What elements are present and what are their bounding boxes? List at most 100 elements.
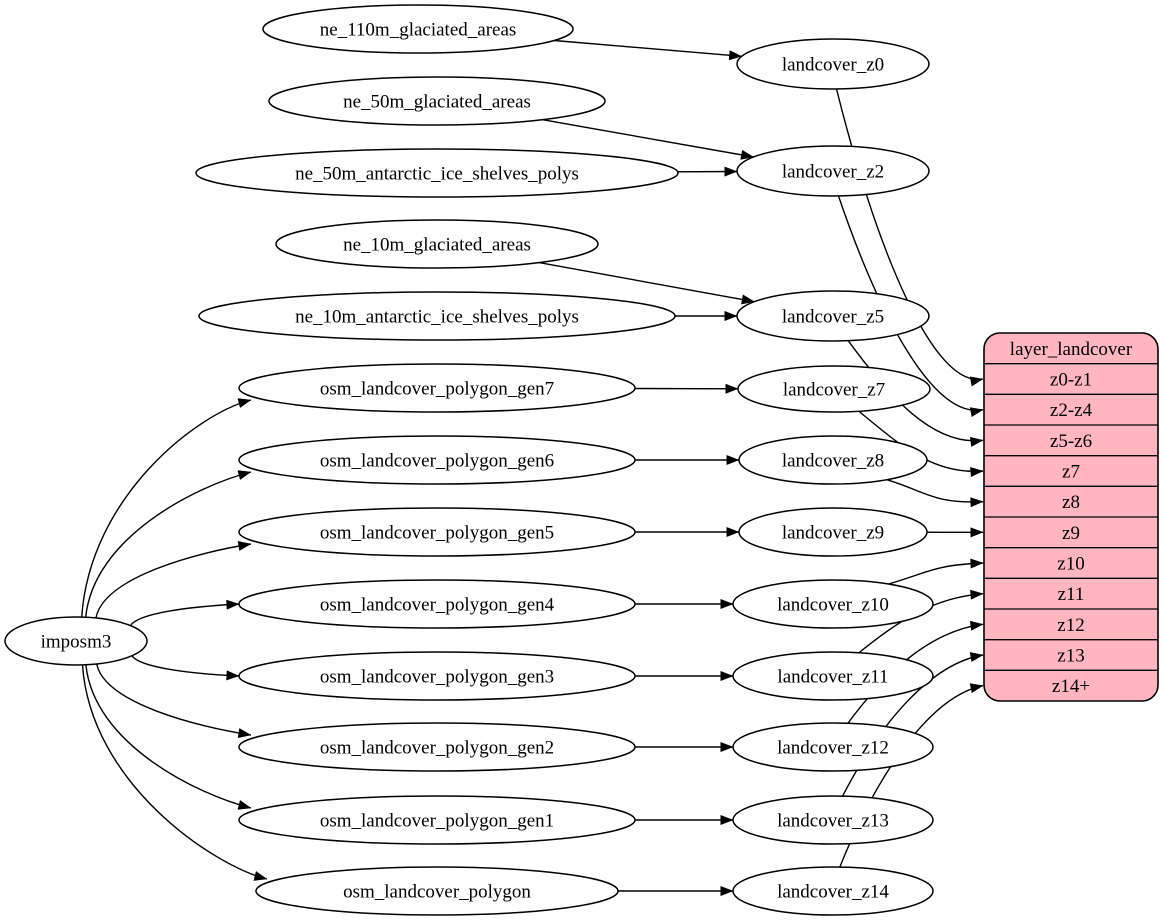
edge-imposm3--osm_landcover_polygon_gen2 bbox=[96, 663, 252, 739]
node-label: osm_landcover_polygon_gen4 bbox=[320, 594, 555, 615]
node-ne_50m_antarctic_ice_shelves_polys: ne_50m_antarctic_ice_shelves_polys bbox=[195, 148, 679, 198]
node-layer: imposm3 ne_110m_glaciated_areas ne_50m_gla… bbox=[4, 4, 934, 916]
node-label: ne_50m_antarctic_ice_shelves_polys bbox=[295, 163, 579, 184]
table-row-label: z14+ bbox=[1052, 676, 1090, 697]
table-layer_landcover: layer_landcover z0-z1 z2-z4 z5-z6 z7 z8 z9 z10 z… bbox=[983, 332, 1159, 702]
node-osm_landcover_polygon_gen4: osm_landcover_polygon_gen4 bbox=[238, 579, 636, 629]
table-row-label: z5-z6 bbox=[1050, 431, 1092, 452]
node-label: osm_landcover_polygon bbox=[343, 881, 531, 902]
node-label: osm_landcover_polygon_gen5 bbox=[320, 522, 554, 543]
table-row-label: z9 bbox=[1062, 523, 1080, 544]
node-landcover_z14: landcover_z14 bbox=[732, 866, 934, 916]
edge-imposm3--osm_landcover_polygon_gen1 bbox=[85, 664, 252, 810]
node-imposm3: imposm3 bbox=[4, 616, 148, 666]
node-landcover_z11: landcover_z11 bbox=[732, 651, 934, 701]
node-ellipse bbox=[238, 795, 636, 845]
node-label: ne_110m_glaciated_areas bbox=[320, 19, 517, 40]
node-ne_10m_antarctic_ice_shelves_polys: ne_10m_antarctic_ice_shelves_polys bbox=[198, 291, 676, 341]
table-header: layer_landcover bbox=[1010, 339, 1133, 360]
node-ellipse bbox=[238, 363, 636, 413]
node-osm_landcover_polygon_gen3: osm_landcover_polygon_gen3 bbox=[238, 651, 636, 701]
node-label: osm_landcover_polygon_gen3 bbox=[320, 666, 554, 687]
node-ne_110m_glaciated_areas: ne_110m_glaciated_areas bbox=[262, 4, 574, 54]
node-landcover_z9: landcover_z9 bbox=[738, 507, 928, 557]
node-label: landcover_z12 bbox=[777, 737, 889, 758]
node-ellipse bbox=[268, 76, 606, 126]
edge-imposm3--osm_landcover_polygon bbox=[81, 664, 268, 881]
node-ne_50m_glaciated_areas: ne_50m_glaciated_areas bbox=[268, 76, 606, 126]
edge-landcover_z10--z10 bbox=[888, 558, 984, 585]
node-ellipse bbox=[737, 365, 931, 413]
edge-imposm3--osm_landcover_polygon_gen5 bbox=[95, 541, 252, 619]
edge-ne_10m_glaciated_areas--landcover_z5 bbox=[538, 261, 755, 305]
node-landcover_z8: landcover_z8 bbox=[738, 435, 928, 485]
node-label: ne_10m_antarctic_ice_shelves_polys bbox=[295, 306, 579, 327]
node-ellipse bbox=[195, 148, 679, 198]
edge-landcover_z12--z12 bbox=[847, 620, 984, 724]
edge-landcover_z8--z8 bbox=[886, 479, 984, 508]
node-ellipse bbox=[738, 507, 928, 557]
edge-landcover_z2--z2-z4 bbox=[837, 195, 984, 418]
node-label: landcover_z7 bbox=[783, 379, 885, 400]
node-label: landcover_z2 bbox=[782, 161, 884, 182]
node-label: landcover_z8 bbox=[782, 450, 884, 471]
node-ellipse bbox=[238, 579, 636, 629]
edge-imposm3--osm_landcover_polygon_gen7 bbox=[81, 398, 252, 618]
table-row-label: z8 bbox=[1062, 492, 1080, 513]
table-row-label: z10 bbox=[1057, 554, 1084, 575]
node-landcover_z10: landcover_z10 bbox=[732, 579, 934, 629]
node-ellipse bbox=[732, 579, 934, 629]
node-label: ne_50m_glaciated_areas bbox=[343, 91, 531, 112]
table-row-label: z13 bbox=[1057, 646, 1084, 667]
table-row-label: z12 bbox=[1057, 615, 1084, 636]
node-ellipse bbox=[732, 866, 934, 916]
node-ellipse bbox=[4, 616, 148, 666]
node-osm_landcover_polygon_gen5: osm_landcover_polygon_gen5 bbox=[238, 507, 636, 557]
edge-imposm3--osm_landcover_polygon_gen4 bbox=[129, 599, 240, 627]
node-landcover_z13: landcover_z13 bbox=[732, 795, 934, 845]
node-osm_landcover_polygon_gen6: osm_landcover_polygon_gen6 bbox=[238, 435, 636, 485]
node-ellipse bbox=[736, 145, 930, 197]
node-ellipse bbox=[736, 38, 930, 90]
edge-landcover_z5--z5-z6 bbox=[847, 340, 984, 447]
node-ellipse bbox=[732, 795, 934, 845]
node-ellipse bbox=[738, 435, 928, 485]
node-label: osm_landcover_polygon_gen7 bbox=[320, 378, 554, 399]
edge-imposm3--osm_landcover_polygon_gen6 bbox=[85, 470, 252, 618]
node-osm_landcover_polygon_gen7: osm_landcover_polygon_gen7 bbox=[238, 363, 636, 413]
node-label: landcover_z10 bbox=[777, 594, 889, 615]
node-osm_landcover_polygon: osm_landcover_polygon bbox=[255, 866, 619, 916]
node-ellipse bbox=[275, 219, 599, 269]
node-landcover_z12: landcover_z12 bbox=[732, 722, 934, 772]
node-ellipse bbox=[238, 435, 636, 485]
node-landcover_z0: landcover_z0 bbox=[736, 38, 930, 90]
node-ne_10m_glaciated_areas: ne_10m_glaciated_areas bbox=[275, 219, 599, 269]
node-label: osm_landcover_polygon_gen6 bbox=[320, 450, 554, 471]
node-ellipse bbox=[198, 291, 676, 341]
node-label: osm_landcover_polygon_gen2 bbox=[320, 737, 554, 758]
node-ellipse bbox=[238, 651, 636, 701]
node-landcover_z5: landcover_z5 bbox=[736, 290, 930, 342]
node-ellipse bbox=[238, 722, 636, 772]
node-ellipse bbox=[255, 866, 619, 916]
node-osm_landcover_polygon_gen1: osm_landcover_polygon_gen1 bbox=[238, 795, 636, 845]
table-row-label: z7 bbox=[1062, 462, 1080, 483]
node-label: landcover_z11 bbox=[777, 666, 888, 687]
node-osm_landcover_polygon_gen2: osm_landcover_polygon_gen2 bbox=[238, 722, 636, 772]
node-label: osm_landcover_polygon_gen1 bbox=[320, 810, 554, 831]
node-label: imposm3 bbox=[41, 631, 112, 652]
edge-ne_50m_glaciated_areas--landcover_z2 bbox=[542, 119, 755, 160]
table-row-label: z11 bbox=[1058, 584, 1085, 605]
node-label: ne_10m_glaciated_areas bbox=[343, 234, 531, 255]
node-label: landcover_z0 bbox=[782, 54, 884, 75]
table-row-label: z0-z1 bbox=[1050, 370, 1092, 391]
table-row-label: z2-z4 bbox=[1050, 400, 1093, 421]
node-ellipse bbox=[732, 651, 934, 701]
node-ellipse bbox=[736, 290, 930, 342]
node-landcover_z2: landcover_z2 bbox=[736, 145, 930, 197]
node-ellipse bbox=[732, 722, 934, 772]
node-label: landcover_z13 bbox=[777, 810, 889, 831]
node-label: landcover_z14 bbox=[777, 881, 889, 902]
node-ellipse bbox=[262, 4, 574, 54]
